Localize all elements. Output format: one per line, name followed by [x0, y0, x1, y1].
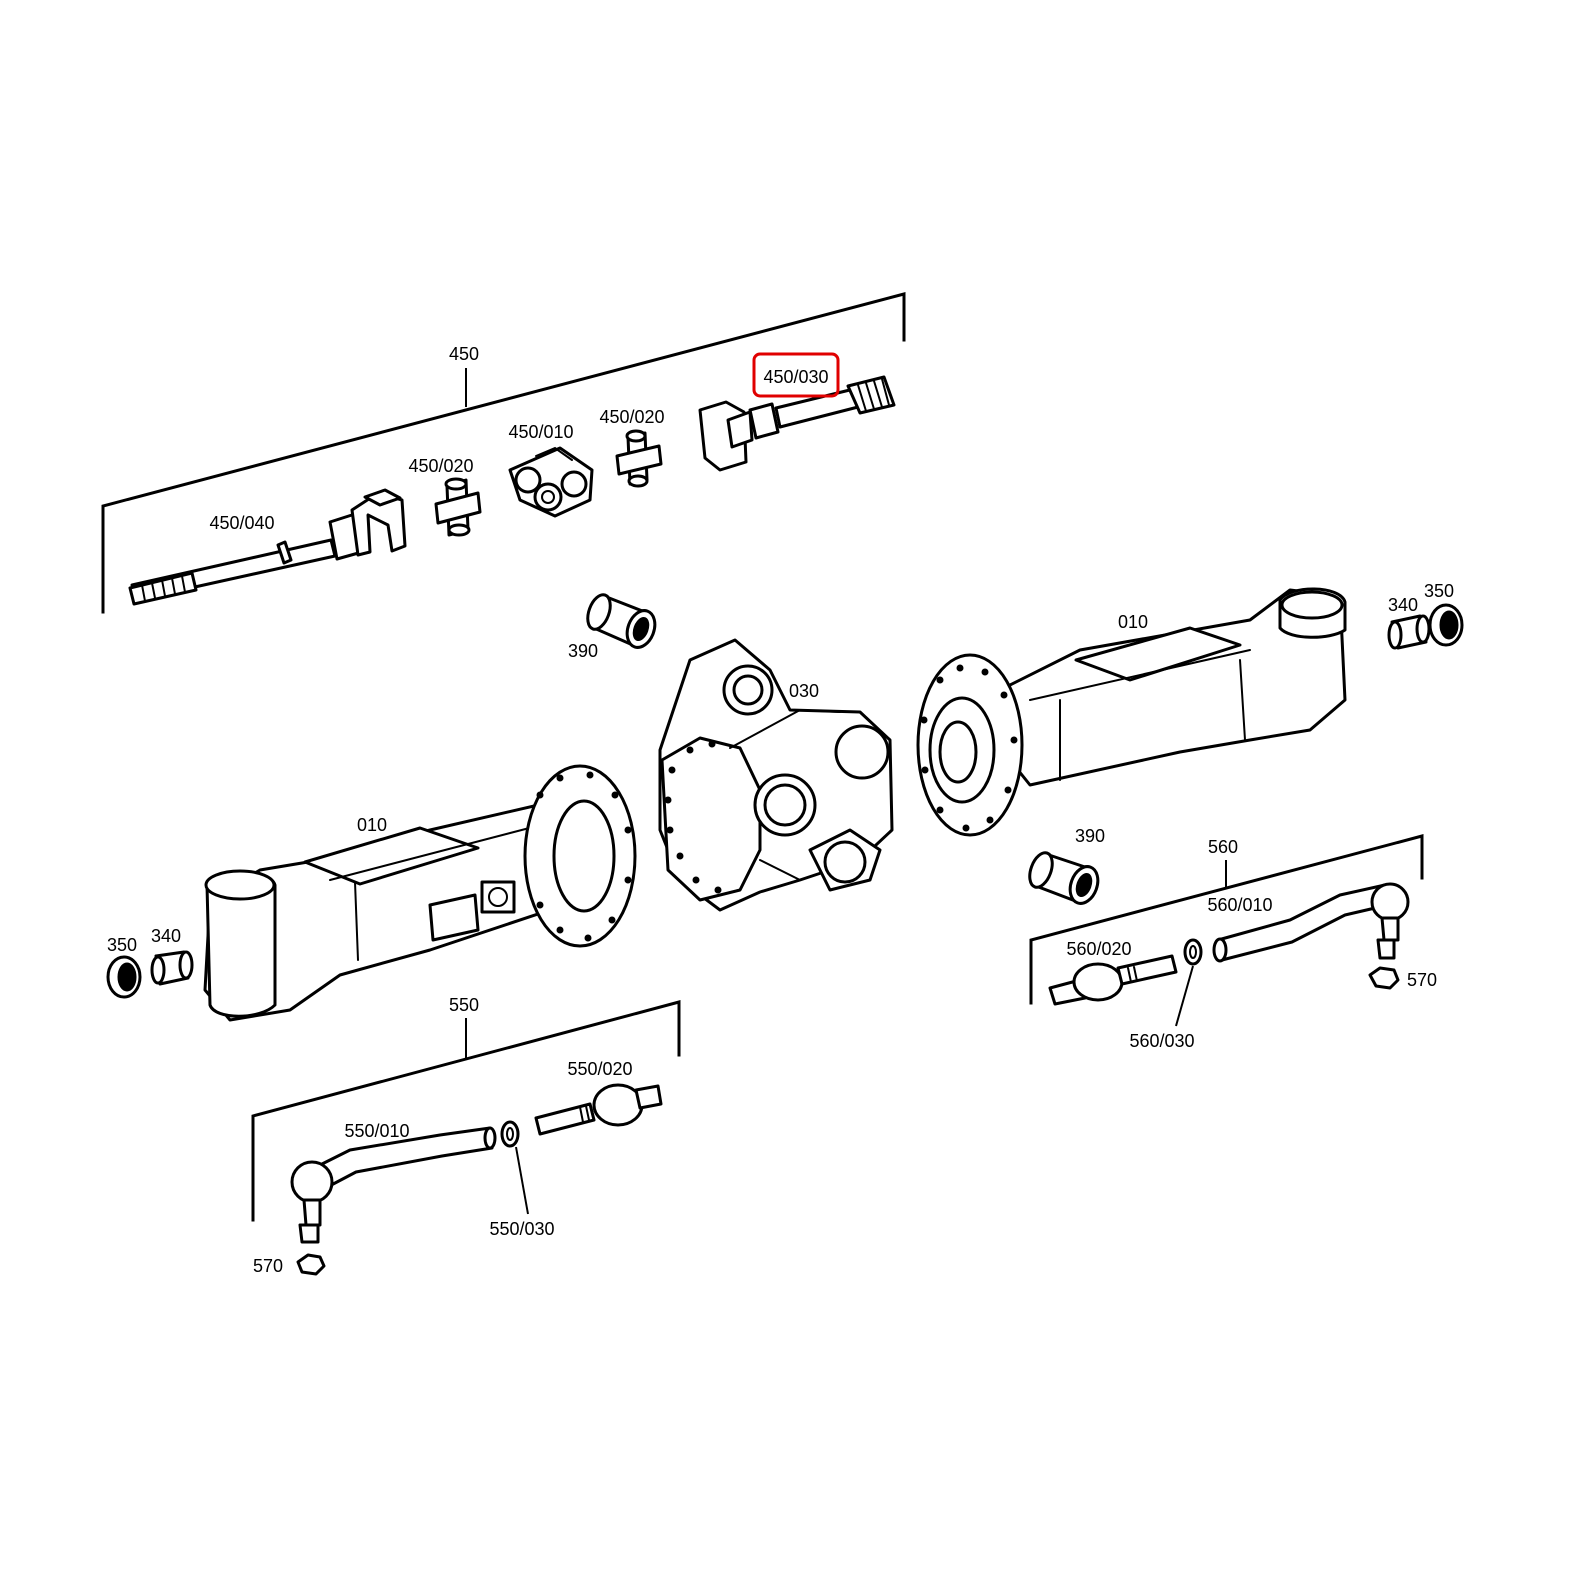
svg-text:390: 390 [568, 641, 598, 661]
axle-housing-010-right [916, 587, 1347, 837]
leader-550-030 [515, 1146, 529, 1215]
callout-550-020[interactable]: 550/020 [567, 1059, 632, 1079]
svg-text:450/020: 450/020 [599, 407, 664, 427]
svg-text:550/010: 550/010 [344, 1121, 409, 1141]
callout-030[interactable]: 030 [789, 681, 819, 701]
svg-text:010: 010 [1118, 612, 1148, 632]
svg-text:550/020: 550/020 [567, 1059, 632, 1079]
bushing-390-bottom [1028, 851, 1100, 905]
seal-ring-350-left [106, 955, 142, 999]
assembly-bracket-560 [1029, 834, 1424, 1005]
callout-450-020-right[interactable]: 450/020 [599, 407, 664, 427]
svg-text:550: 550 [449, 995, 479, 1015]
sleeve-340-left [150, 950, 194, 986]
callout-550[interactable]: 550 [449, 995, 479, 1015]
tie-rod-end-550-010 [290, 1126, 497, 1244]
svg-text:560: 560 [1208, 837, 1238, 857]
svg-text:340: 340 [1388, 595, 1418, 615]
callout-550-010[interactable]: 550/010 [344, 1121, 409, 1141]
seal-ring-350-right [1428, 603, 1464, 647]
tie-rod-end-560-010 [1212, 882, 1410, 963]
callout-450-030[interactable]: 450/030 [752, 352, 840, 398]
svg-text:570: 570 [253, 1256, 283, 1276]
svg-text:390: 390 [1075, 826, 1105, 846]
svg-text:030: 030 [789, 681, 819, 701]
svg-text:450/030: 450/030 [763, 367, 828, 387]
bushing-390-top [586, 593, 657, 649]
differential-carrier-030 [658, 638, 894, 912]
callout-350-right[interactable]: 350 [1424, 581, 1454, 601]
svg-text:350: 350 [1424, 581, 1454, 601]
callout-350-left[interactable]: 350 [107, 935, 137, 955]
callout-340-left[interactable]: 340 [151, 926, 181, 946]
callout-390-top[interactable]: 390 [568, 641, 598, 661]
assembly-bracket-550 [251, 1000, 681, 1222]
inner-tie-rod-550-020 [534, 1083, 663, 1136]
svg-text:450: 450 [449, 344, 479, 364]
callout-010-left[interactable]: 010 [357, 815, 387, 835]
callout-450[interactable]: 450 [449, 344, 479, 364]
svg-text:570: 570 [1407, 970, 1437, 990]
callout-560-020[interactable]: 560/020 [1066, 939, 1131, 959]
callout-550-030[interactable]: 550/030 [489, 1219, 554, 1239]
callout-340-right[interactable]: 340 [1388, 595, 1418, 615]
hex-nut-570-right [1368, 966, 1400, 990]
svg-text:560/030: 560/030 [1129, 1031, 1194, 1051]
svg-text:450/040: 450/040 [209, 513, 274, 533]
callout-570-right[interactable]: 570 [1407, 970, 1437, 990]
svg-text:450/020: 450/020 [408, 456, 473, 476]
universal-joint-cross-450-020-right [615, 429, 663, 488]
callout-560-030[interactable]: 560/030 [1129, 1031, 1194, 1051]
callout-highlight-box [752, 352, 840, 398]
callout-450-010[interactable]: 450/010 [508, 422, 573, 442]
sleeve-340-right [1387, 614, 1431, 650]
callout-570-left[interactable]: 570 [253, 1256, 283, 1276]
callout-010-right[interactable]: 010 [1118, 612, 1148, 632]
svg-text:560/010: 560/010 [1207, 895, 1272, 915]
svg-text:350: 350 [107, 935, 137, 955]
callout-560-010[interactable]: 560/010 [1207, 895, 1272, 915]
svg-text:010: 010 [357, 815, 387, 835]
axle-shaft-450-040 [128, 488, 407, 606]
callout-390-bottom[interactable]: 390 [1075, 826, 1105, 846]
svg-text:560/020: 560/020 [1066, 939, 1131, 959]
assembly-bracket-450 [101, 292, 906, 614]
axle-housing-010-left [203, 764, 637, 1022]
washer-550-030 [500, 1120, 520, 1148]
svg-text:340: 340 [151, 926, 181, 946]
callout-450-040[interactable]: 450/040 [209, 513, 274, 533]
callout-450-020-left[interactable]: 450/020 [408, 456, 473, 476]
svg-text:550/030: 550/030 [489, 1219, 554, 1239]
svg-text:450/010: 450/010 [508, 422, 573, 442]
hex-nut-570-left [296, 1253, 326, 1276]
double-yoke-450-010 [508, 446, 594, 518]
leader-560-030 [1175, 965, 1194, 1027]
washer-560-030 [1183, 938, 1203, 966]
callout-560[interactable]: 560 [1208, 837, 1238, 857]
universal-joint-cross-450-020-left [434, 477, 482, 537]
stub-shaft-450-030 [698, 375, 896, 472]
inner-tie-rod-560-020 [1048, 954, 1178, 1006]
